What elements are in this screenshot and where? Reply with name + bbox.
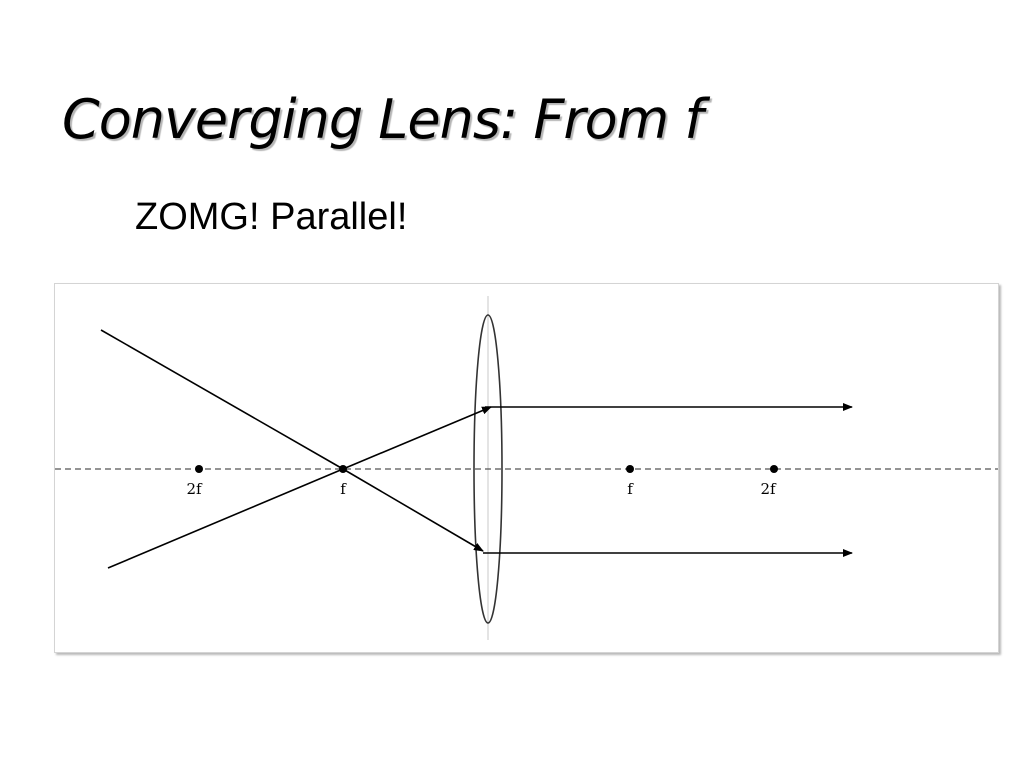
incident-ray-lower-after-focus	[342, 406, 492, 470]
right-2f-label: 2f	[760, 480, 777, 498]
left-2f-point	[195, 465, 203, 473]
lens-ray-diagram: 2f f f 2f	[55, 296, 998, 640]
incident-ray-upper-after-focus	[342, 468, 484, 552]
converging-lens	[473, 314, 503, 624]
right-2f-point	[770, 465, 778, 473]
right-f-label: f	[627, 480, 634, 498]
left-f-point	[339, 465, 347, 473]
slide-subtitle: ZOMG! Parallel!	[135, 196, 408, 238]
left-f-label: f	[340, 480, 347, 498]
lens-diagram-frame: 2f f f 2f	[54, 283, 999, 653]
incident-ray-upper	[100, 329, 344, 470]
slide-title: Converging Lens: From f	[62, 88, 703, 151]
right-f-point	[626, 465, 634, 473]
left-2f-label: 2f	[186, 480, 203, 498]
incident-ray-lower	[107, 468, 344, 569]
